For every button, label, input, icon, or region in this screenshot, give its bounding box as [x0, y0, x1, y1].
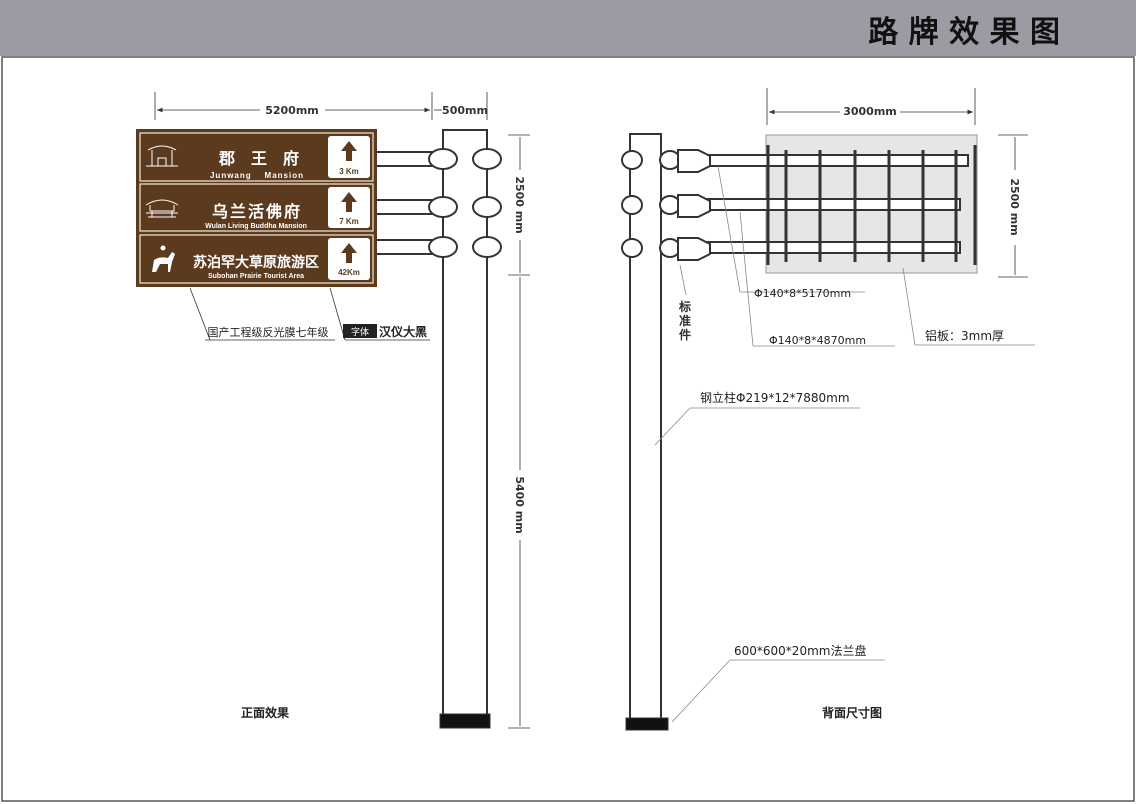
back-caption: 背面尺寸图	[822, 705, 882, 720]
pipe-2-label: Φ140*8*4870mm	[769, 334, 866, 347]
back-width-dim: 3000mm	[843, 105, 897, 118]
sign-3-distance: 42Km	[338, 268, 360, 277]
sign-2-distance: 7 Km	[339, 217, 359, 226]
back-view	[621, 88, 1035, 731]
sign-1-distance: 3 Km	[339, 167, 359, 176]
front-caption: 正面效果	[241, 705, 289, 720]
front-width-dim: 5200mm	[265, 104, 319, 117]
font-badge-bg	[343, 324, 377, 338]
front-pole-height-dim: 5400 mm	[513, 476, 526, 533]
pipe-1-label: Φ140*8*5170mm	[754, 287, 851, 300]
sign-1-english: Junwang Mansion	[210, 171, 304, 180]
arrow-up-icons	[341, 141, 357, 263]
sign-3-chinese: 苏泊罕大草原旅游区	[193, 254, 319, 271]
front-sign-height-dim: 2500 mm	[513, 176, 526, 233]
font-badge: 字体	[351, 326, 369, 338]
sign-1-chinese: 郡 王 府	[218, 149, 299, 168]
horse-rider-icon	[152, 245, 175, 272]
front-view	[154, 92, 530, 729]
front-arm-dim: 500mm	[442, 104, 488, 117]
temple-icon	[145, 199, 179, 218]
flange-label: 600*600*20mm法兰盘	[734, 643, 866, 658]
font-note: 汉仪大黑	[379, 324, 427, 339]
film-note: 国产工程级反光膜七年级	[208, 325, 329, 339]
page-border	[1, 56, 1135, 802]
plate-label: 铝板：3mm厚	[925, 328, 1004, 343]
pole-label: 钢立柱Φ219*12*7880mm	[700, 390, 850, 405]
back-height-dim: 2500 mm	[1008, 178, 1021, 235]
header-bar	[0, 0, 1136, 56]
page-title: 路 牌 效 果 图	[868, 15, 1060, 50]
palace-gate-icon	[146, 145, 178, 167]
sign-3-english: Subohan Prairie Tourist Area	[208, 273, 304, 280]
sign-2-english: Wulan Living Buddha Mansion	[205, 223, 307, 230]
standard-part-label: 标准件	[679, 300, 692, 342]
sign-2-chinese: 乌兰活佛府	[212, 202, 302, 221]
guide-sign	[136, 129, 377, 287]
